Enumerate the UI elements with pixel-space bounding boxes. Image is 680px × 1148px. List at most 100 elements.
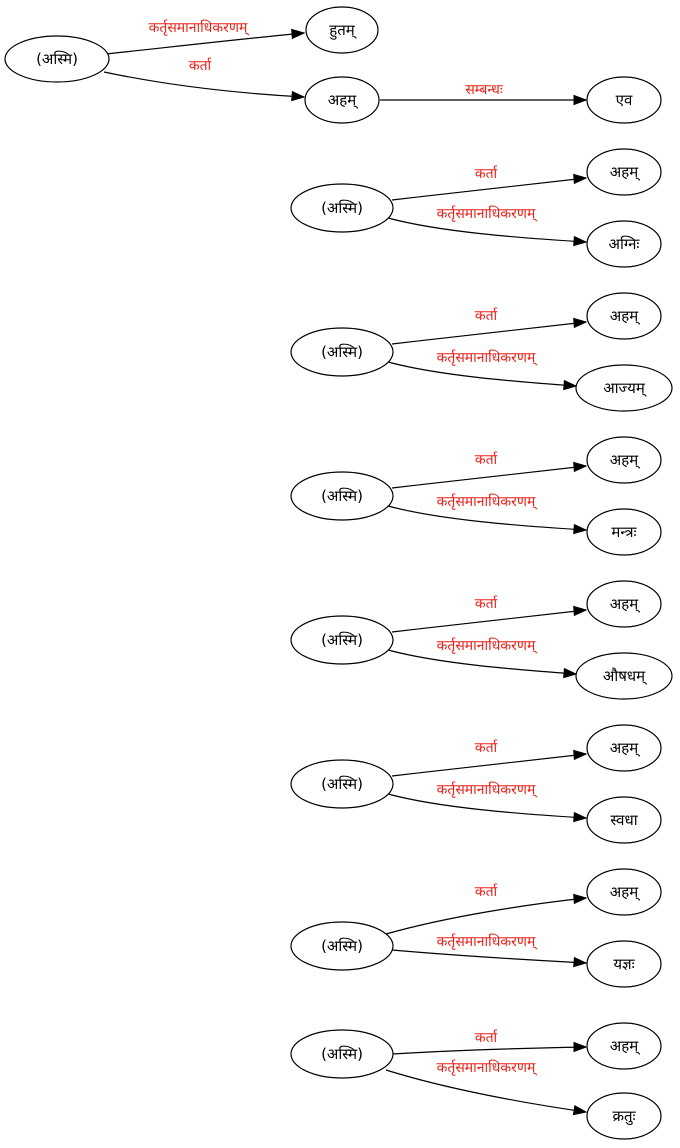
node-n6: अग्निः — [586, 220, 662, 268]
node-ellipse — [586, 436, 662, 484]
edge-line — [103, 71, 305, 98]
node-ellipse — [586, 796, 662, 844]
node-ellipse — [586, 1092, 662, 1140]
node-ellipse — [586, 940, 662, 988]
node-n8: अहम् — [586, 292, 662, 340]
arrowhead-icon — [573, 523, 588, 535]
node-n12: मन्त्रः — [586, 508, 662, 556]
edge-label: कर्तृसमानाधिकरणम् — [437, 205, 538, 222]
node-n11: अहम् — [586, 436, 662, 484]
edge-label: कर्ता — [475, 739, 498, 756]
node-n18: स्वधा — [586, 796, 662, 844]
node-label: अहम् — [610, 163, 640, 181]
edge-label: कर्ता — [475, 451, 498, 468]
node-ellipse — [586, 868, 662, 916]
edge-label: कर्तृसमानाधिकरणम् — [437, 933, 538, 950]
arrowhead-icon — [573, 749, 588, 761]
node-ellipse — [304, 76, 380, 124]
node-label: अहम् — [328, 91, 358, 109]
node-label: (अस्मि) — [36, 50, 78, 68]
node-ellipse — [290, 1029, 394, 1079]
node-n5: अहम् — [586, 148, 662, 196]
node-label: एव — [616, 91, 633, 109]
arrowhead-icon — [291, 28, 306, 40]
node-label: (अस्मि) — [321, 1045, 363, 1063]
node-label: अहम् — [610, 307, 640, 325]
node-label: (अस्मि) — [321, 631, 363, 649]
edge-label: कर्तृसमानाधिकरणम् — [437, 349, 538, 366]
node-label: मन्त्रः — [611, 523, 637, 541]
edge-n0-n2: कर्ता — [103, 57, 306, 102]
node-n20: अहम् — [586, 868, 662, 916]
node-n7: (अस्मि) — [290, 327, 394, 377]
node-label: (अस्मि) — [321, 199, 363, 217]
node-label: आज्यम् — [603, 379, 647, 397]
edge-n10-n12: कर्तृसमानाधिकरणम् — [387, 493, 588, 535]
edge-line — [391, 753, 587, 777]
node-n0: (अस्मि) — [4, 35, 110, 83]
node-ellipse — [4, 35, 110, 83]
edge-label: कर्तृसमानाधिकरणम् — [437, 493, 538, 510]
edge-line — [387, 217, 587, 243]
arrowhead-icon — [573, 893, 588, 905]
edge-n2-n3: सम्बन्धः — [380, 82, 588, 106]
node-label: (अस्मि) — [321, 487, 363, 505]
edge-label: कर्ता — [475, 165, 498, 182]
node-label: अग्निः — [609, 235, 641, 253]
node-ellipse — [586, 76, 662, 124]
node-label: (अस्मि) — [321, 343, 363, 361]
edge-label: सम्बन्धः — [465, 82, 503, 98]
node-n23: अहम् — [586, 1022, 662, 1070]
edge-line — [391, 1046, 587, 1055]
edge-label: कर्तृसमानाधिकरणम् — [437, 781, 538, 798]
node-ellipse — [586, 220, 662, 268]
node-n1: हुतम् — [305, 6, 379, 54]
edge-n0-n1: कर्तृसमानाधिकरणम् — [105, 19, 306, 55]
node-ellipse — [290, 327, 394, 377]
edge-n10-n11: कर्ता — [391, 451, 588, 489]
arrowhead-icon — [573, 1041, 588, 1053]
edge-line — [387, 505, 587, 531]
node-ellipse — [305, 6, 379, 54]
nodes-layer: (अस्मि) हुतम् अहम् एव (अस्मि) अहम् अग्निः (अस्म… — [4, 6, 673, 1140]
edge-label: कर्ता — [189, 57, 212, 74]
arrowhead-icon — [573, 317, 588, 329]
arrowhead-icon — [291, 90, 306, 102]
edge-n22-n24: कर्तृसमानाधिकरणम् — [385, 1059, 588, 1116]
edge-label: कर्ता — [475, 883, 498, 900]
edge-line — [387, 649, 577, 675]
edge-n13-n14: कर्ता — [391, 595, 588, 633]
node-n3: एव — [586, 76, 662, 124]
arrowhead-icon — [573, 811, 588, 823]
edge-line — [391, 465, 587, 489]
node-ellipse — [290, 183, 394, 233]
node-label: अहम् — [610, 739, 640, 757]
edge-n4-n6: कर्तृसमानाधिकरणम् — [387, 205, 588, 247]
edge-label: कर्ता — [475, 595, 498, 612]
edge-n22-n23: कर्ता — [391, 1029, 588, 1055]
node-ellipse — [586, 580, 662, 628]
edge-label: कर्तृसमानाधिकरणम् — [437, 1059, 538, 1076]
edge-label: कर्ता — [475, 1029, 498, 1046]
arrowhead-icon — [563, 379, 578, 391]
edge-n13-n15: कर्तृसमानाधिकरणम् — [387, 637, 578, 679]
node-ellipse — [290, 471, 394, 521]
edge-n7-n8: कर्ता — [391, 307, 588, 345]
node-n24: क्रतुः — [586, 1092, 662, 1140]
edge-label: कर्ता — [475, 307, 498, 324]
edge-label: कर्तृसमानाधिकरणम् — [437, 637, 538, 654]
node-ellipse — [290, 759, 394, 809]
node-ellipse — [586, 292, 662, 340]
arrowhead-icon — [573, 605, 588, 617]
edge-n16-n17: कर्ता — [391, 739, 588, 777]
node-label: अहम् — [610, 451, 640, 469]
node-n17: अहम् — [586, 724, 662, 772]
node-label: (अस्मि) — [321, 775, 363, 793]
node-ellipse — [575, 652, 673, 700]
node-n2: अहम् — [304, 76, 380, 124]
node-label: हुतम् — [329, 21, 356, 40]
edge-n19-n21: कर्तृसमानाधिकरणम् — [391, 933, 588, 968]
node-n22: (अस्मि) — [290, 1029, 394, 1079]
edge-line — [391, 177, 587, 201]
